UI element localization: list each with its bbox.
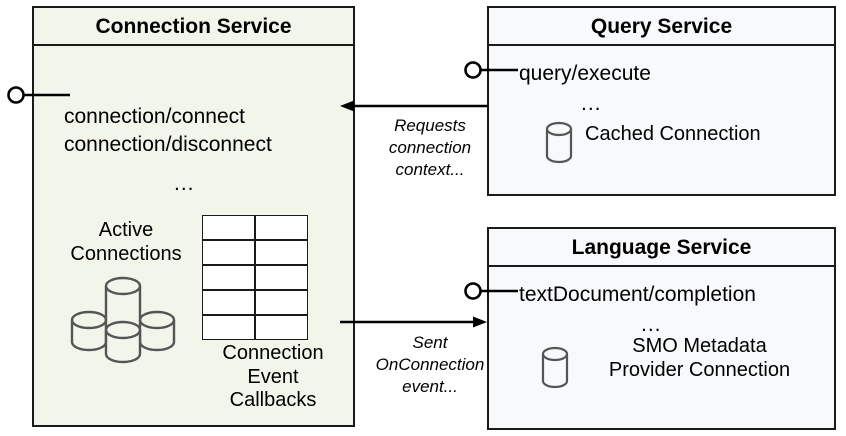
connection-event-callbacks-label: Connection Event Callbacks (222, 342, 324, 412)
grid-cell (255, 290, 307, 315)
edge-requests-connection-context (340, 100, 487, 112)
edge-label-requests-connection-context: Requests connection context... (388, 116, 472, 180)
grid-cell (203, 265, 255, 290)
grid-cell (255, 240, 307, 265)
edge-label-sent-onconnection-event: Sent OnConnection event... (375, 333, 485, 397)
query-service-operations: query/execute (519, 62, 651, 85)
grid-cell (203, 290, 255, 315)
active-connections-label: Active Connections (70, 219, 182, 265)
component-connection-service[interactable]: Connection Service connection/connect co… (32, 6, 355, 427)
edge-sent-onconnection-event (340, 316, 487, 328)
grid-cell (203, 240, 255, 265)
grid-cell (255, 265, 307, 290)
connection-service-operations: connection/connect connection/disconnect (64, 105, 272, 156)
smo-metadata-provider-connection-label: SMO Metadata Provider Connection (608, 335, 791, 381)
language-service-body: textDocument/completion ... SMO Metadata… (489, 267, 834, 428)
connection-service-body: connection/connect connection/disconnect… (34, 46, 353, 425)
query-service-title: Query Service (489, 8, 834, 46)
smo-metadata-database-icon (541, 346, 569, 389)
grid-cell (203, 216, 255, 240)
language-service-title: Language Service (489, 229, 834, 267)
language-service-ellipsis: ... (641, 313, 662, 336)
query-service-ellipsis: ... (581, 92, 602, 115)
connection-service-ellipsis: ... (174, 172, 195, 195)
grid-cell (255, 315, 307, 339)
component-query-service[interactable]: Query Service query/execute ... Cached C… (487, 6, 836, 196)
cached-connection-label: Cached Connection (585, 123, 761, 145)
grid-cell (203, 315, 255, 339)
language-service-operations: textDocument/completion (519, 283, 756, 306)
cached-connection-database-icon (545, 121, 573, 164)
connection-service-title: Connection Service (34, 8, 353, 46)
query-service-body: query/execute ... Cached Connection (489, 46, 834, 194)
connection-event-callbacks-grid (202, 215, 308, 340)
database-cluster-icon (70, 276, 176, 364)
grid-cell (255, 216, 307, 240)
component-language-service[interactable]: Language Service textDocument/completion… (487, 227, 836, 430)
